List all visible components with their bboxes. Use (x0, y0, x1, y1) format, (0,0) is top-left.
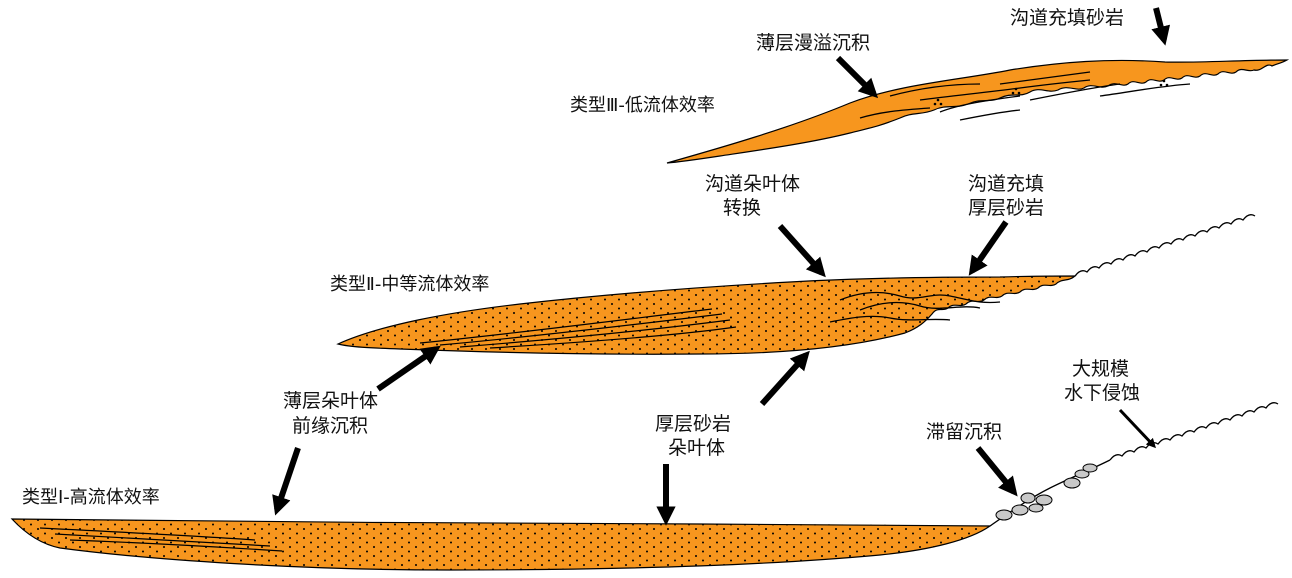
shared-label-thick-lobe-line2: 朵叶体 (668, 437, 725, 459)
shared-label-thick-lobe-line1: 厚层砂岩 (655, 413, 731, 435)
type1-sand-body (12, 519, 990, 570)
shared-label-thin-lobe-line1: 薄层朵叶体 (283, 390, 378, 412)
type1-title: 类型Ⅰ-高流体效率 (22, 487, 160, 508)
type3-arrow-channel-fill (1156, 8, 1164, 40)
type3-arrow-sheet-overflow (838, 58, 874, 94)
type2-arrow-transition (780, 226, 822, 273)
type2-label-thick-channel-line1: 沟道充填 (968, 173, 1044, 195)
type1-erosion-wave (1110, 403, 1278, 460)
shared-arrow-thick-lobe-up (762, 355, 806, 404)
type2-erosion-wave (1075, 215, 1255, 276)
type3-body-shape (667, 60, 1287, 163)
type3-sand-body (667, 60, 1287, 163)
type1-arrow-lag (978, 448, 1014, 492)
type3-label-sheet-overflow: 薄层漫溢沉积 (756, 32, 870, 54)
type2-arrow-thick-channel (972, 222, 1006, 271)
type3-label-channel-fill: 沟道充填砂岩 (1010, 7, 1124, 29)
type1-label-lag: 滞留沉积 (926, 421, 1002, 443)
type1-label-erosion-line2: 水下侵蚀 (1064, 382, 1140, 404)
type2-label-transition-line2: 转换 (723, 197, 761, 219)
shared-label-thin-lobe-line2: 前缘沉积 (292, 415, 368, 437)
type1-label-erosion-line1: 大规模 (1072, 358, 1129, 380)
shared-arrow-thin-lobe-up (378, 349, 436, 389)
type3-title: 类型Ⅲ-低流体效率 (570, 95, 715, 116)
type2-label-transition-line1: 沟道朵叶体 (705, 173, 800, 195)
shared-arrow-thin-lobe-down (277, 448, 298, 510)
type2-title: 类型Ⅱ-中等流体效率 (330, 274, 489, 295)
type1-arrow-erosion (1120, 410, 1154, 446)
type2-label-thick-channel-line2: 厚层砂岩 (968, 197, 1044, 219)
